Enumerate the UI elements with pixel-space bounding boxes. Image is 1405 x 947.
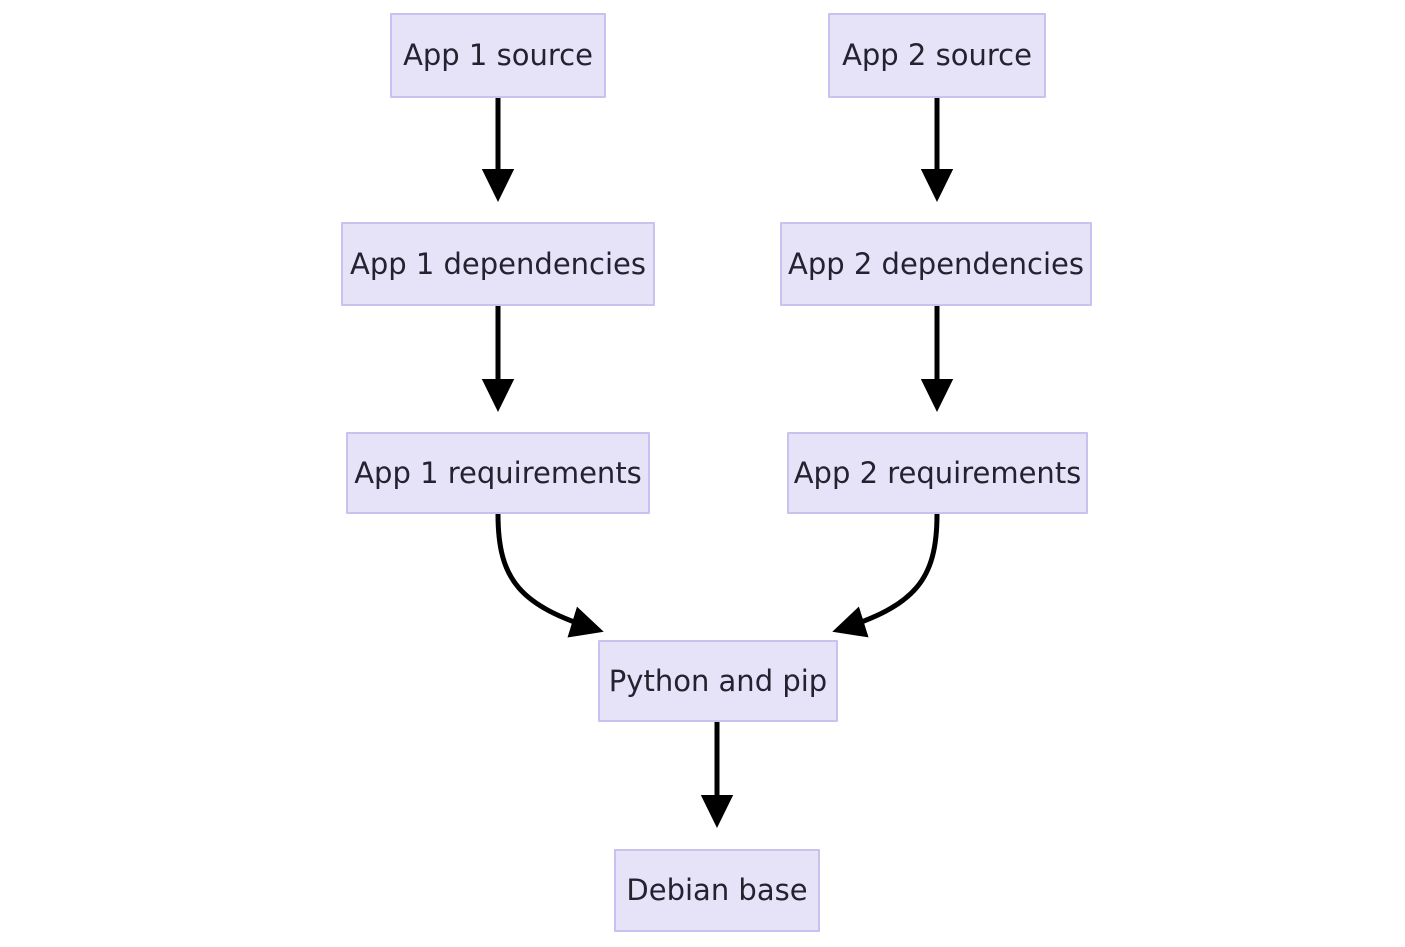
node-app2-requirements[interactable]: App 2 requirements	[787, 432, 1088, 514]
node-app1-requirements-label: App 1 requirements	[354, 455, 642, 490]
node-debian-base-label: Debian base	[626, 873, 808, 908]
node-app1-dependencies[interactable]: App 1 dependencies	[341, 222, 655, 306]
edge-app2-requirements-to-python-and-pip	[832, 513, 940, 638]
node-app2-source[interactable]: App 2 source	[828, 13, 1046, 98]
node-python-and-pip-label: Python and pip	[608, 663, 828, 698]
node-app1-source-label: App 1 source	[403, 38, 593, 73]
node-app1-requirements[interactable]: App 1 requirements	[346, 432, 650, 514]
node-app2-dependencies-label: App 2 dependencies	[788, 246, 1085, 281]
node-app2-dependencies[interactable]: App 2 dependencies	[780, 222, 1092, 306]
node-python-and-pip[interactable]: Python and pip	[598, 640, 838, 722]
node-app1-dependencies-label: App 1 dependencies	[349, 246, 646, 281]
node-debian-base[interactable]: Debian base	[614, 849, 820, 932]
edge-app1-requirements-to-python-and-pip	[495, 513, 604, 638]
node-app2-source-label: App 2 source	[842, 38, 1032, 73]
node-app2-requirements-label: App 2 requirements	[793, 455, 1082, 490]
node-app1-source[interactable]: App 1 source	[390, 13, 606, 98]
